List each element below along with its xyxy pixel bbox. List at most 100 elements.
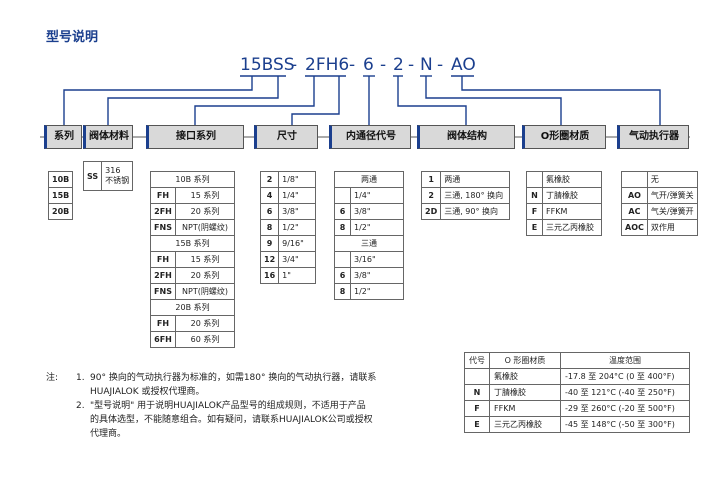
body-material-line1: 316 <box>105 166 121 175</box>
code-part-connection: 2FH6 <box>305 55 350 75</box>
note-1-line-2: HUAJIALOK 或授权代理商。 <box>90 387 205 397</box>
table-header-row: 代号 O 形圈材质 温度范围 <box>464 352 690 369</box>
code-sep: - <box>437 55 444 75</box>
size-code: 9 <box>259 235 280 252</box>
code-part-series: 15BSS <box>240 55 295 75</box>
bore-value: 3/16" <box>350 251 404 268</box>
actuator-code: AC <box>621 203 648 220</box>
table-row: 15B <box>47 187 74 204</box>
bore-code: 6 <box>334 203 351 220</box>
temp-code: F <box>464 400 490 417</box>
oring-value: FFKM <box>542 203 602 220</box>
code-sep: - <box>349 55 356 75</box>
connection-code: FH <box>150 187 176 204</box>
actuator-code: AOC <box>621 219 648 236</box>
actuator-value: 双作用 <box>646 219 698 236</box>
bore-subheader: 三通 <box>334 235 404 252</box>
code-sep: - <box>291 55 298 75</box>
connection-subheader: 10B 系列 <box>150 171 235 188</box>
connection-code: 2FH <box>150 203 176 220</box>
header-structure: 阀体结构 <box>417 125 515 149</box>
note-number: 1. <box>76 373 85 383</box>
bore-code <box>334 251 351 268</box>
page-title: 型号说明 <box>46 30 99 45</box>
code-part-oring: N <box>420 55 433 75</box>
connection-value: 20 系列 <box>175 203 235 220</box>
temp-header-code: 代号 <box>464 352 490 369</box>
bore-code: 8 <box>334 219 351 236</box>
series-code: 20B <box>47 203 74 220</box>
connection-code: FNS <box>150 219 176 236</box>
connection-value: NPT(阴螺纹) <box>175 219 235 236</box>
table-row: 1/4" <box>334 187 404 204</box>
actuator-code <box>621 171 648 188</box>
table-row: 20B 系列 <box>150 299 235 316</box>
temperature-table-wrap: 代号 O 形圈材质 温度范围 氟橡胶-17.8 至 204°C (0 至 400… <box>464 352 690 433</box>
bore-value: 1/2" <box>350 219 404 236</box>
bore-code: 8 <box>334 283 351 300</box>
oring-code <box>526 171 543 188</box>
size-value: 9/16" <box>278 235 317 252</box>
body-material-line2: 不锈钢 <box>105 176 130 185</box>
table-row: 20B <box>47 203 74 220</box>
code-sep: - <box>380 55 387 75</box>
table-row: 10B 系列 <box>150 171 235 188</box>
note-1-line-1: 90° 换向的气动执行器为标准的，如需180° 换向的气动执行器，请联系 <box>90 373 377 383</box>
temp-header-material: O 形圈材质 <box>489 352 561 369</box>
table-row: 氟橡胶-17.8 至 204°C (0 至 400°F) <box>464 368 690 385</box>
temp-range: -29 至 260°C (-20 至 500°F) <box>560 400 690 417</box>
temp-range: -45 至 148°C (-50 至 300°F) <box>560 416 690 433</box>
structure-value: 三通, 90° 换向 <box>440 203 511 220</box>
size-value: 1/8" <box>278 171 317 188</box>
body-material-code: SS <box>82 161 103 191</box>
temperature-table: 代号 O 形圈材质 温度范围 氟橡胶-17.8 至 204°C (0 至 400… <box>464 352 690 433</box>
connection-code: FNS <box>150 283 176 300</box>
size-value: 3/4" <box>278 251 317 268</box>
table-row: 氟橡胶 <box>526 171 602 188</box>
connection-code: 6FH <box>150 331 176 348</box>
connection-subheader: 20B 系列 <box>150 299 235 316</box>
connection-value: 20 系列 <box>175 267 235 284</box>
table-row: 15B 系列 <box>150 235 235 252</box>
code-part-actuator: AO <box>451 55 476 75</box>
temp-material: 氟橡胶 <box>489 368 561 385</box>
oring-value: 三元乙丙橡胶 <box>542 219 602 236</box>
note-2-line-2: 的具体选型，不能随意组合。如有疑问，请联系HUAJIALOK公司或授权 <box>90 415 373 425</box>
size-value: 1/2" <box>278 219 317 236</box>
actuator-value: 气开/弹簧关 <box>646 187 698 204</box>
actuator-value: 气关/弹簧开 <box>646 203 698 220</box>
connection-value: 15 系列 <box>175 251 235 268</box>
actuator-value: 无 <box>646 171 698 188</box>
connection-code: FH <box>150 315 176 332</box>
header-connection: 接口系列 <box>146 125 244 149</box>
temp-material: 丁腈橡胶 <box>489 384 561 401</box>
notes-lead: 注: <box>46 373 59 383</box>
header-body-material: 阀体材料 <box>83 125 133 149</box>
size-value: 1" <box>278 267 317 284</box>
oring-code: F <box>526 203 543 220</box>
size-code: 4 <box>259 187 280 204</box>
bore-value: 1/2" <box>350 283 404 300</box>
table-row: SS 316 不锈钢 <box>82 161 134 191</box>
